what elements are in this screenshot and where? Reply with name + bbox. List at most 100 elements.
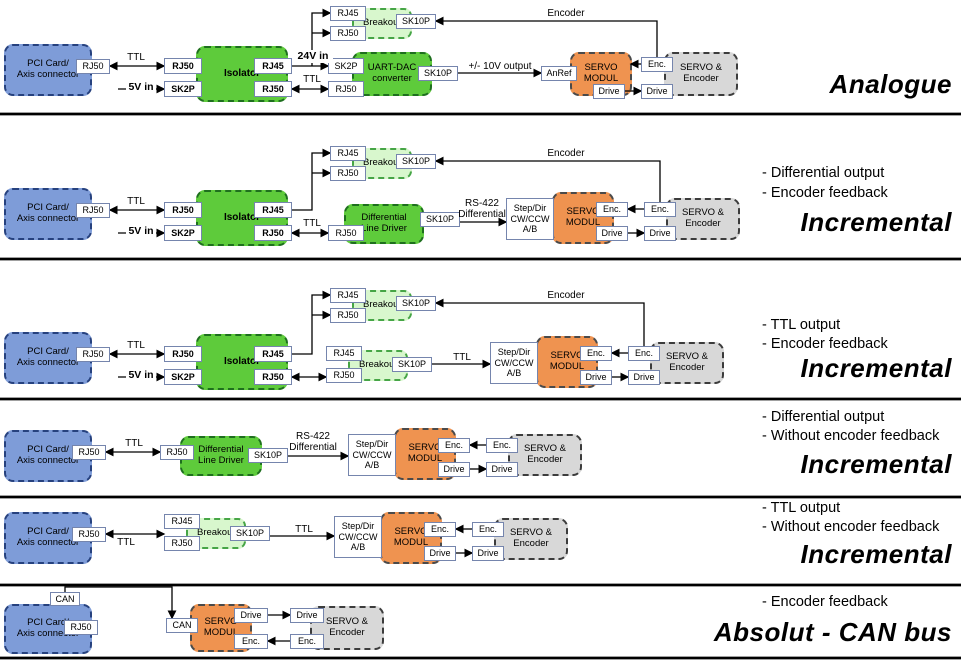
incremental-ttl-encoder--encoder-label: Encoder — [547, 290, 585, 302]
analogue--isolator-sk2p-in: SK2P — [164, 81, 202, 97]
absolut-can-bus--servo-modul-enc: Enc. — [234, 634, 268, 649]
analogue--ttl-label-1: TTL — [127, 52, 145, 64]
analogue--isolator-rj50-out: RJ50 — [254, 81, 292, 97]
incremental-differential-encoder--ttl-label-1: TTL — [127, 196, 145, 208]
incremental-differential-encoder--label-5v-in: 5V in — [126, 225, 156, 238]
incremental-differential-encoder--servo-modul-drive: Drive — [596, 226, 628, 241]
analogue--drive-link: Drive — [641, 84, 673, 99]
incremental-ttl-encoder--pci-rj50: RJ50 — [76, 347, 110, 362]
analogue--breakout-sk10p: SK10P — [396, 14, 436, 29]
incremental-ttl-encoder--pci-card: PCI Card/ Axis connector — [4, 332, 92, 384]
absolut-can-bus--caption: Absolut - CAN bus — [713, 617, 952, 648]
incremental-differential-encoder--stepdir: Step/Dir CW/CCW A/B — [506, 198, 554, 240]
incremental-ttl-encoder--breakout2-rj45: RJ45 — [326, 346, 362, 361]
incremental-ttl-encoder--enc-link: Enc. — [628, 346, 660, 361]
analogue--isolator-rj50-in: RJ50 — [164, 58, 202, 74]
analogue--ttl-label-2: TTL — [303, 74, 321, 86]
incremental-ttl-encoder--isolator-sk2p-in: SK2P — [164, 369, 202, 385]
incremental-ttl-no-encoder--drive-link: Drive — [472, 546, 504, 561]
incremental-differential-no-encoder--servo-modul-drive: Drive — [438, 462, 470, 477]
incremental-ttl-no-encoder--note-1: - TTL output — [762, 499, 841, 516]
incremental-differential-encoder--note-1: - Differential output — [762, 164, 885, 181]
incremental-ttl-no-encoder--caption: Incremental — [800, 539, 952, 570]
absolut-can-bus--note-1: - Encoder feedback — [762, 593, 888, 610]
incremental-ttl-no-encoder--servo-modul-enc: Enc. — [424, 522, 456, 537]
analogue--breakout-branch-wire — [311, 8, 332, 66]
incremental-differential-no-encoder--pci-rj50: RJ50 — [72, 445, 106, 460]
incremental-differential-no-encoder--dld-rj50: RJ50 — [160, 445, 194, 460]
incremental-ttl-encoder--servo-modul-drive: Drive — [580, 370, 612, 385]
incremental-differential-no-encoder--stepdir: Step/Dir CW/CCW A/B — [348, 434, 396, 476]
incremental-differential-no-encoder--ttl-label-1: TTL — [125, 438, 143, 450]
analogue--uart-rj50: RJ50 — [328, 81, 364, 97]
incremental-differential-encoder--isolator-rj50-in: RJ50 — [164, 202, 202, 218]
absolut-can-bus--drive-link: Drive — [290, 608, 324, 623]
incremental-differential-encoder--servo-modul-enc: Enc. — [596, 202, 628, 217]
incremental-ttl-encoder--isolator-rj50-out: RJ50 — [254, 369, 292, 385]
analogue--encoder-label: Encoder — [547, 8, 585, 20]
incremental-ttl-encoder--drive-link: Drive — [628, 370, 660, 385]
incremental-differential-encoder--isolator-rj45-out: RJ45 — [254, 202, 292, 218]
incremental-differential-no-encoder--rs422-label: RS-422 Differential — [289, 430, 337, 454]
incremental-ttl-encoder--servo-encoder: SERVO & Encoder — [650, 342, 724, 384]
incremental-ttl-no-encoder--servo-modul-drive: Drive — [424, 546, 456, 561]
incremental-ttl-encoder--note-2: - Encoder feedback — [762, 335, 888, 352]
incremental-ttl-encoder--breakout2-sk10p: SK10P — [392, 357, 432, 372]
incremental-differential-no-encoder--drive-link: Drive — [486, 462, 518, 477]
incremental-differential-encoder--pci-rj50: RJ50 — [76, 203, 110, 218]
analogue--servo-modul-drive: Drive — [593, 84, 625, 99]
absolut-can-bus--can-route-wire — [64, 586, 177, 620]
incremental-ttl-no-encoder--pci-rj50: RJ50 — [72, 527, 106, 542]
incremental-differential-encoder--drive-link: Drive — [644, 226, 676, 241]
analogue--label-5v-in: 5V in — [126, 81, 156, 94]
incremental-ttl-encoder--ttl-label-1: TTL — [127, 340, 145, 352]
incremental-ttl-encoder--breakout1-rj45: RJ45 — [330, 288, 366, 303]
incremental-differential-no-encoder--caption: Incremental — [800, 449, 952, 480]
incremental-ttl-encoder--servo-modul-enc: Enc. — [580, 346, 612, 361]
incremental-ttl-no-encoder--stepdir: Step/Dir CW/CCW A/B — [334, 516, 382, 558]
incremental-differential-encoder--encoder-label: Encoder — [547, 148, 585, 160]
incremental-ttl-encoder--label-5v-in: 5V in — [126, 369, 156, 382]
incremental-differential-no-encoder--enc-link: Enc. — [486, 438, 518, 453]
incremental-ttl-encoder--isolator-rj45-out: RJ45 — [254, 346, 292, 362]
incremental-ttl-no-encoder--breakout-rj50: RJ50 — [164, 536, 200, 551]
incremental-ttl-encoder--note-1: - TTL output — [762, 316, 841, 333]
analogue--uart-sk2p: SK2P — [328, 58, 364, 74]
incremental-ttl-encoder--stepdir: Step/Dir CW/CCW A/B — [490, 342, 538, 384]
analogue--uart-sk10p: SK10P — [418, 66, 458, 81]
incremental-differential-no-encoder--note-2: - Without encoder feedback — [762, 427, 940, 444]
analogue--pci-rj50: RJ50 — [76, 59, 110, 74]
incremental-differential-encoder--enc-link: Enc. — [644, 202, 676, 217]
analogue--uart-dac-converter: UART-DAC converter — [352, 52, 432, 96]
incremental-ttl-encoder--encoder-feedback-wire — [434, 298, 645, 346]
analogue--encoder-feedback-wire — [434, 16, 658, 57]
analogue--breakout-rj50: RJ50 — [330, 26, 366, 41]
analogue--caption: Analogue — [829, 69, 952, 100]
incremental-ttl-encoder--breakout-branch-wire — [292, 290, 332, 355]
incremental-differential-encoder--encoder-feedback-wire — [434, 156, 661, 202]
incremental-differential-encoder--rs422-label: RS-422 Differential — [458, 197, 506, 221]
absolut-can-bus--pci-rj50: RJ50 — [64, 620, 98, 635]
incremental-ttl-encoder--breakout1-rj50: RJ50 — [330, 308, 366, 323]
incremental-ttl-no-encoder--enc-link: Enc. — [472, 522, 504, 537]
incremental-ttl-no-encoder--breakout-rj45: RJ45 — [164, 514, 200, 529]
incremental-differential-no-encoder--note-1: - Differential output — [762, 408, 885, 425]
incremental-ttl-no-encoder--ttl-label-2: TTL — [295, 524, 313, 536]
absolut-can-bus--servo-modul-drive: Drive — [234, 608, 268, 623]
incremental-differential-encoder--ttl-label-2: TTL — [303, 218, 321, 230]
incremental-differential-encoder--note-2: - Encoder feedback — [762, 184, 888, 201]
incremental-differential-no-encoder--servo-encoder: SERVO & Encoder — [508, 434, 582, 476]
incremental-ttl-no-encoder--note-2: - Without encoder feedback — [762, 518, 940, 535]
incremental-differential-encoder--breakout-sk10p: SK10P — [396, 154, 436, 169]
incremental-differential-encoder--dld-sk10p: SK10P — [420, 212, 460, 227]
incremental-ttl-encoder--ttl-label-2: TTL — [453, 352, 471, 364]
incremental-ttl-encoder--caption: Incremental — [800, 353, 952, 384]
analogue--breakout-rj45: RJ45 — [330, 6, 366, 21]
absolut-can-bus--pci-can: CAN — [50, 592, 80, 606]
incremental-differential-encoder--caption: Incremental — [800, 207, 952, 238]
incremental-ttl-encoder--breakout1-sk10p: SK10P — [396, 296, 436, 311]
incremental-differential-encoder--breakout-rj50: RJ50 — [330, 166, 366, 181]
incremental-differential-encoder--breakout-rj45: RJ45 — [330, 146, 366, 161]
incremental-ttl-no-encoder--servo-encoder: SERVO & Encoder — [494, 518, 568, 560]
